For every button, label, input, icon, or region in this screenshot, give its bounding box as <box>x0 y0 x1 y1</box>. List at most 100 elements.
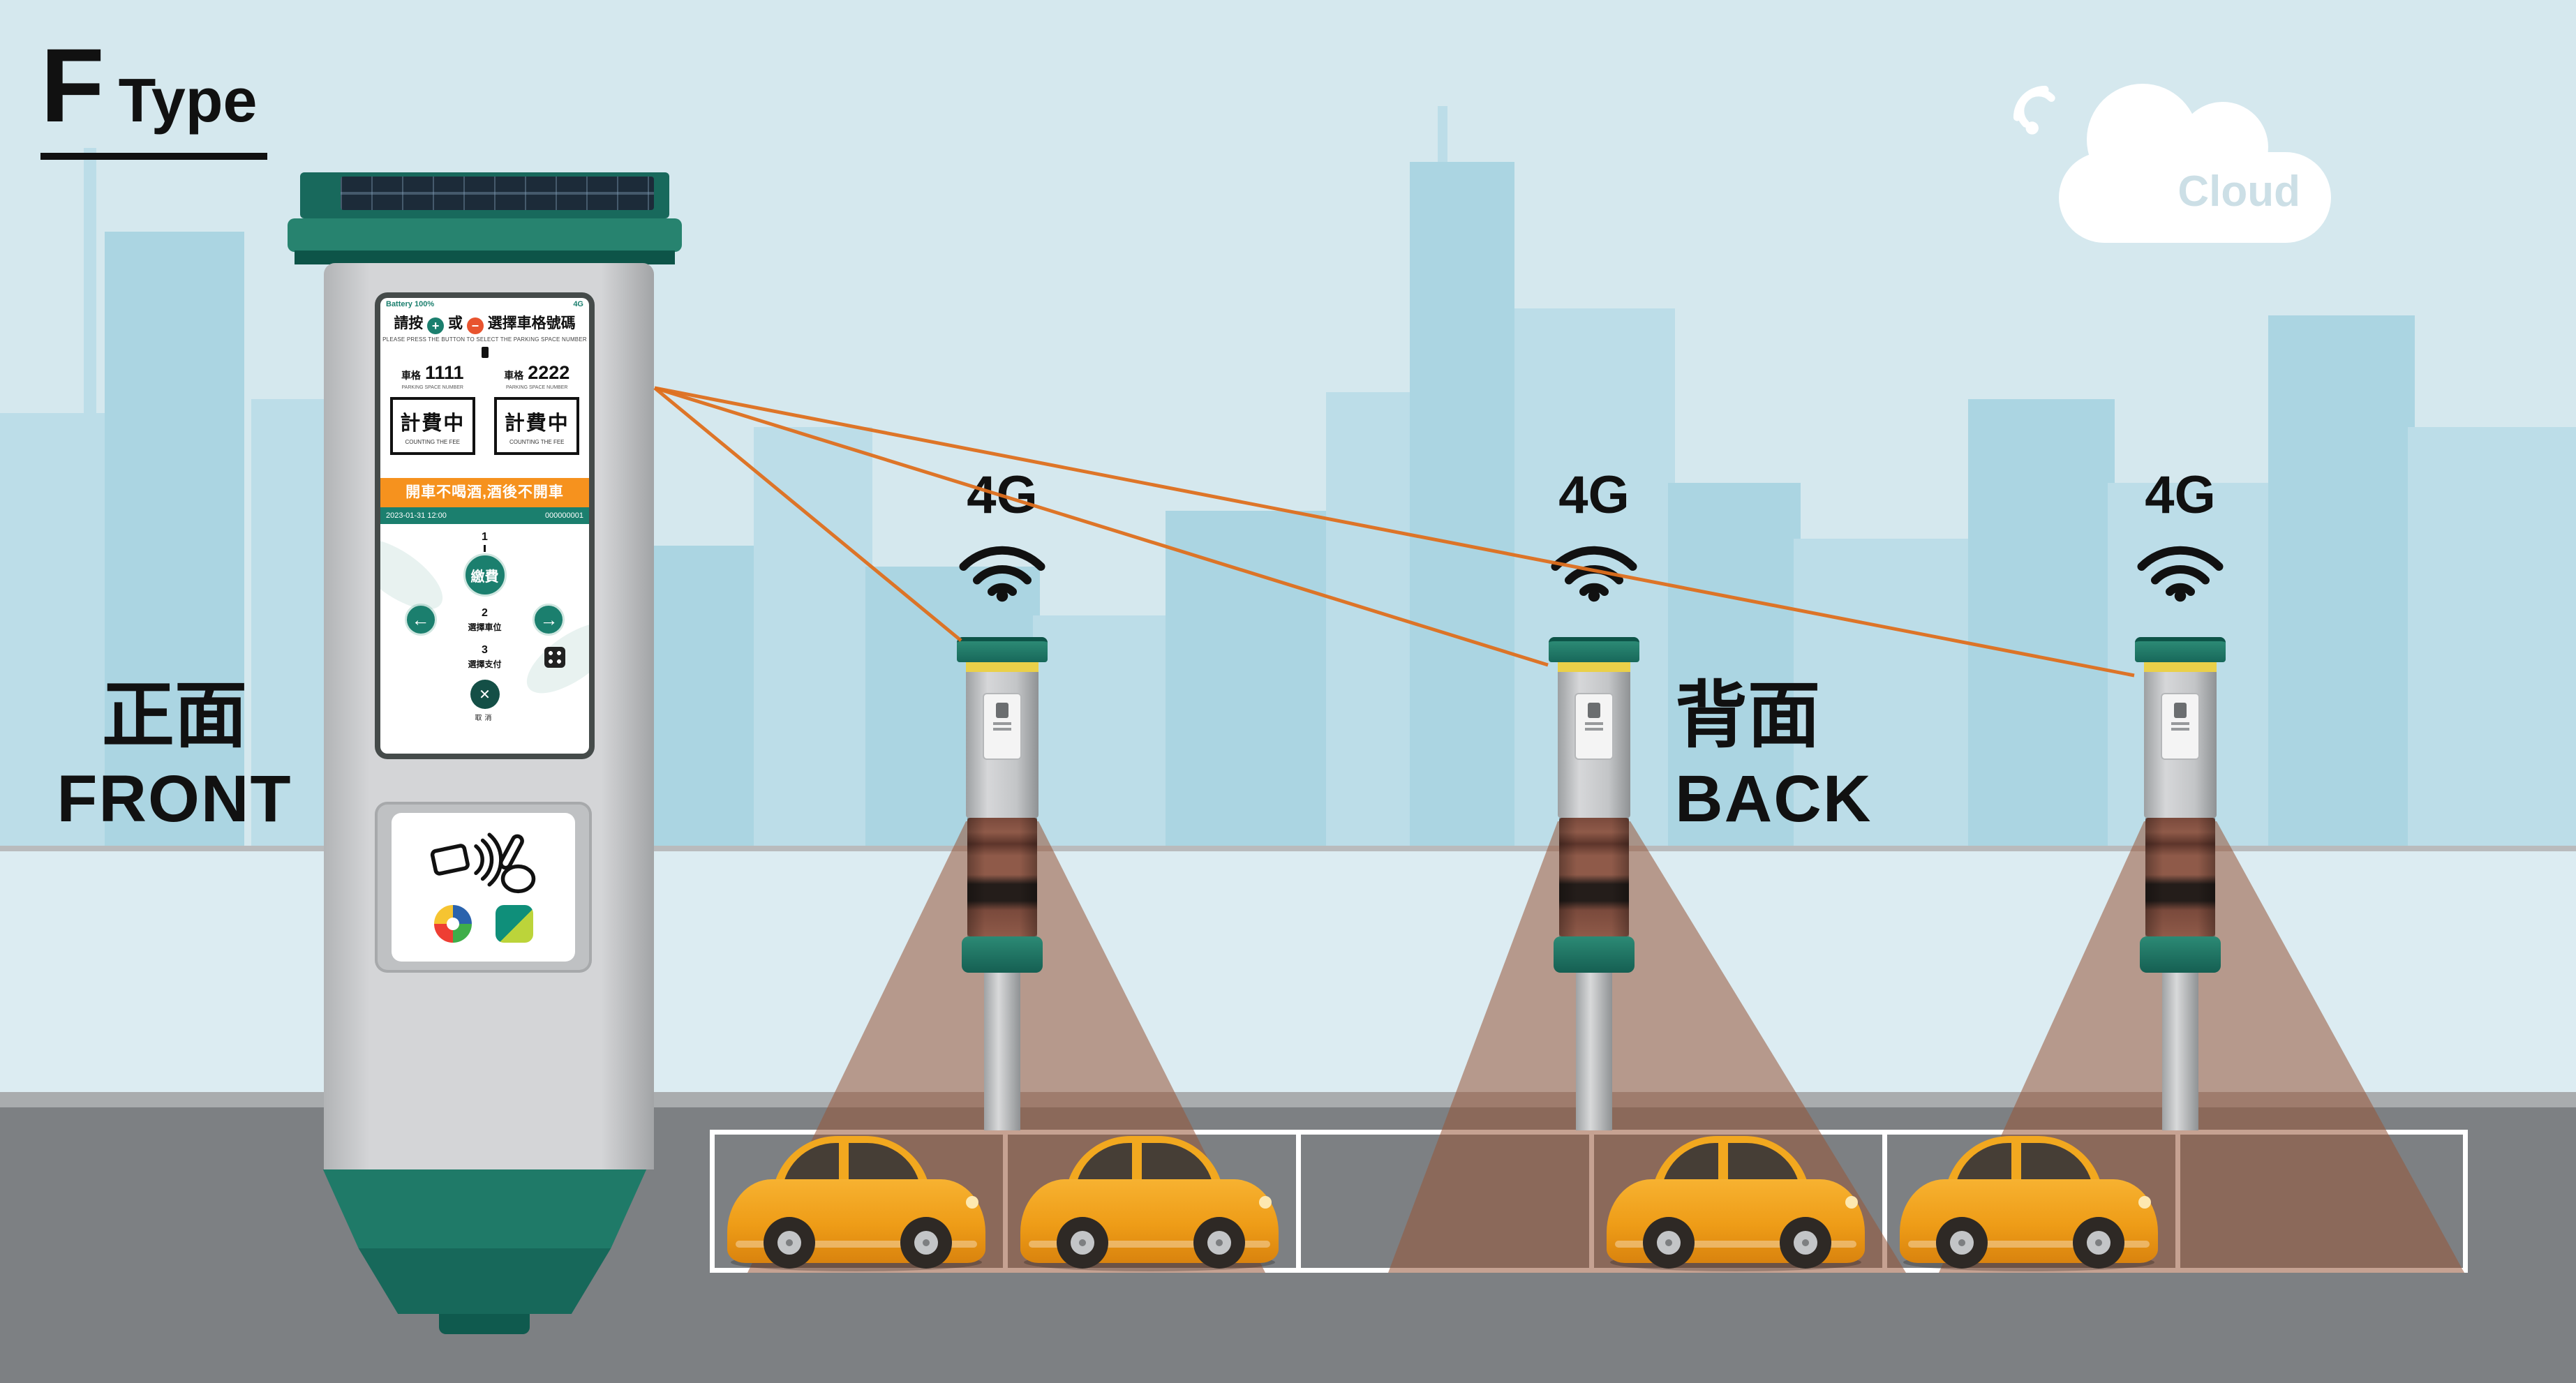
car-headlight <box>1845 1196 1858 1209</box>
screen-ticker: 2023-01-31 12:00 000000001 <box>380 507 589 524</box>
pole-post <box>984 973 1020 1130</box>
cancel-button[interactable]: ✕ <box>470 680 500 709</box>
parking-line <box>1882 1135 1887 1268</box>
cloud-icon: Cloud <box>2059 75 2331 250</box>
pole-collar <box>2140 936 2221 973</box>
pole-sensor-panel <box>1574 693 1614 760</box>
front-label-en: FRONT <box>57 762 292 836</box>
wifi-icon <box>959 546 1045 602</box>
title-type: Type <box>118 66 258 135</box>
space-columns: 車格 1111 PARKING SPACE NUMBER 計費中 COUNTING… <box>380 362 589 478</box>
pole-light-strip <box>2144 662 2217 672</box>
kiosk-cap <box>300 172 669 218</box>
pole-upper-housing <box>1558 662 1630 818</box>
sensor-pole-3: 4G <box>2131 465 2229 1130</box>
pole-collar <box>962 936 1043 973</box>
pole-projector-housing <box>2145 818 2215 936</box>
pole-cap <box>957 637 1048 662</box>
pay-button[interactable]: 繳費 <box>463 553 507 597</box>
ipass-logo <box>495 905 533 943</box>
space-status-box: 計費中 COUNTING THE FEE <box>389 397 475 455</box>
back-label: 背面 BACK <box>1675 656 1968 837</box>
kiosk-base-upper <box>322 1169 647 1248</box>
step1-number: 1 <box>482 531 488 543</box>
wheel-hub <box>1950 1231 1974 1255</box>
car-wheel <box>900 1217 952 1269</box>
building <box>1968 399 2115 846</box>
cloud-label: Cloud <box>2177 167 2300 216</box>
header-text: 或 <box>448 315 463 331</box>
car-wheel <box>1643 1217 1695 1269</box>
4g-label: 4G <box>1558 465 1630 525</box>
space-number: 1111 <box>424 362 464 383</box>
step2: 2 選擇車位 <box>468 607 501 633</box>
space-status-en: COUNTING THE FEE <box>405 439 461 445</box>
sensor-chip-icon <box>996 703 1008 718</box>
front-label-zh: 正面 <box>101 675 247 756</box>
parked-car <box>727 1136 985 1271</box>
step-connector <box>484 545 486 552</box>
parking-line <box>2175 1135 2180 1268</box>
parking-line <box>1589 1135 1594 1268</box>
pole-upper-housing <box>2144 662 2217 818</box>
wheel-hub <box>1071 1231 1094 1255</box>
sensor-pole-1: 4G <box>953 465 1051 1130</box>
pole-collar <box>1554 936 1635 973</box>
right-arrow-button[interactable]: → <box>533 604 565 636</box>
pole-post <box>2162 973 2198 1130</box>
sensor-bar <box>1585 728 1603 731</box>
parked-car <box>1020 1136 1279 1271</box>
building <box>105 232 244 846</box>
parked-car <box>1900 1136 2158 1271</box>
easycard-logo <box>433 905 472 943</box>
kiosk-cap-edge <box>295 251 675 264</box>
front-label: 正面 FRONT <box>49 656 300 837</box>
car-wheel <box>2073 1217 2124 1269</box>
parking-line <box>1296 1135 1301 1268</box>
kiosk-front: Battery 100% 4G 請按 + 或 − 選擇車格號碼 PLEASE P… <box>288 172 682 1334</box>
pole-projector-housing <box>1559 818 1629 936</box>
parking-line <box>1003 1135 1008 1268</box>
sensor-pole-2: 4G <box>1545 465 1643 1130</box>
4g-label: 4G <box>2145 465 2216 525</box>
ticker-datetime: 2023-01-31 12:00 <box>386 511 447 520</box>
wheel-hub <box>1794 1231 1817 1255</box>
back-label-zh: 背面 <box>1675 675 1821 756</box>
space-label: 車格 <box>504 370 524 381</box>
space-status-en: COUNTING THE FEE <box>509 439 565 445</box>
arrow-row: ← 2 選擇車位 → <box>404 604 565 636</box>
sensor-bar <box>993 722 1011 725</box>
building <box>1166 511 1333 846</box>
space-status: 計費中 <box>504 412 569 435</box>
car-headlight <box>966 1196 978 1209</box>
payment-logos <box>433 905 533 943</box>
pole-sensor-panel <box>2161 693 2200 760</box>
wheel-hub <box>914 1231 938 1255</box>
ticker-serial: 000000001 <box>544 511 583 520</box>
kiosk-cap-lip <box>288 218 682 252</box>
step3-label: 選擇支付 <box>468 659 502 669</box>
contactless-tap-icon <box>430 832 535 894</box>
wheel-hub <box>2087 1231 2110 1255</box>
title-f: F <box>40 27 105 144</box>
minus-button[interactable]: − <box>466 317 484 334</box>
plus-button[interactable]: + <box>427 317 445 334</box>
pole-light-strip <box>966 662 1038 672</box>
kiosk-screen-bezel: Battery 100% 4G 請按 + 或 − 選擇車格號碼 PLEASE P… <box>375 292 595 759</box>
building-antenna <box>84 148 96 846</box>
cloud-shape <box>2059 152 2331 243</box>
safety-banner: 開車不喝酒,酒後不開車 <box>380 478 589 507</box>
step2-number: 2 <box>482 606 488 619</box>
sensor-bar <box>2171 722 2189 725</box>
building <box>2268 315 2415 846</box>
space-caption: PARKING SPACE NUMBER <box>401 385 463 390</box>
left-arrow-button[interactable]: ← <box>404 604 437 636</box>
cancel-label: 取消 <box>475 715 495 722</box>
space-status-box: 計費中 COUNTING THE FEE <box>494 397 580 455</box>
wheel-hub <box>1657 1231 1681 1255</box>
nfc-reader-panel[interactable] <box>375 802 592 973</box>
car-wheel <box>1780 1217 1831 1269</box>
